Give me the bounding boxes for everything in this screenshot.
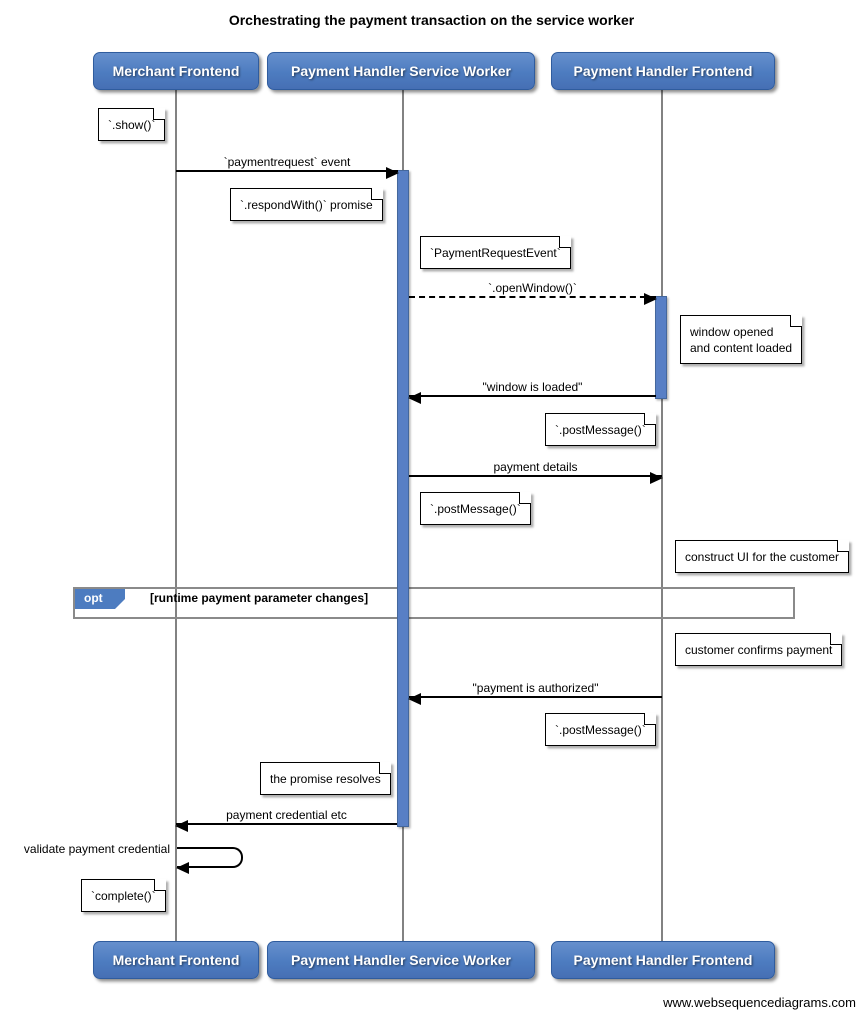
actor-top-payment-handler-frontend: Payment Handler Frontend (551, 52, 775, 90)
message-validate-credential-label: validate payment credential (23, 842, 170, 856)
opt-fragment-tab: opt (75, 589, 125, 609)
message-line (409, 395, 656, 397)
arrowhead-right-icon (386, 167, 399, 179)
arrowhead-left-icon (408, 693, 421, 705)
note-postmessage-2: `.postMessage()` (420, 492, 531, 525)
message-line (409, 296, 656, 298)
activation-payment-handler-frontend (655, 296, 667, 399)
note-construct-ui: construct UI for the customer (675, 540, 850, 573)
message-label: "payment is authorized" (472, 681, 599, 695)
actor-bottom-merchant-frontend: Merchant Frontend (93, 941, 259, 979)
diagram-title: Orchestrating the payment transaction on… (228, 12, 635, 28)
message-payment-credential: payment credential etc (175, 803, 397, 832)
activation-service-worker (397, 170, 409, 827)
actor-label: Merchant Frontend (112, 63, 240, 79)
message-label: payment credential etc (226, 808, 347, 822)
opt-fragment: opt [runtime payment parameter changes] (73, 587, 795, 619)
arrowhead-right-icon (650, 472, 663, 484)
message-payment-is-authorized: "payment is authorized" (408, 676, 662, 705)
message-validate-credential-self (176, 847, 243, 874)
message-openwindow: `.openWindow()` (409, 276, 657, 305)
arrowhead-left-icon (175, 820, 188, 832)
message-paymentrequest-event: `paymentrequest` event (176, 150, 399, 179)
note-complete: `complete()` (81, 879, 166, 912)
message-payment-details: payment details (409, 455, 663, 484)
message-line (409, 475, 662, 477)
actor-label: Merchant Frontend (112, 952, 240, 968)
actor-top-merchant-frontend: Merchant Frontend (93, 52, 259, 90)
arrowhead-left-icon (176, 862, 189, 874)
note-window-opened: window opened and content loaded (680, 315, 803, 364)
message-line (176, 823, 397, 825)
message-line (409, 696, 662, 698)
lifeline-payment-handler-frontend (661, 90, 663, 941)
message-window-is-loaded: "window is loaded" (408, 375, 656, 404)
opt-fragment-condition: [runtime payment parameter changes] (150, 591, 369, 605)
actor-label: Payment Handler Frontend (573, 63, 753, 79)
arrowhead-left-icon (408, 392, 421, 404)
note-postmessage-1: `.postMessage()` (545, 413, 656, 446)
actor-label: Payment Handler Service Worker (291, 952, 511, 968)
actor-label: Payment Handler Service Worker (291, 63, 511, 79)
note-postmessage-3: `.postMessage()` (545, 713, 656, 746)
actor-label: Payment Handler Frontend (573, 952, 753, 968)
message-line (176, 170, 398, 172)
actor-top-service-worker: Payment Handler Service Worker (267, 52, 535, 90)
note-customer-confirms: customer confirms payment (675, 633, 843, 666)
note-respondwith-promise: `.respondWith()` promise (230, 188, 383, 221)
message-label: payment details (493, 460, 578, 474)
actor-bottom-payment-handler-frontend: Payment Handler Frontend (551, 941, 775, 979)
watermark: www.websequencediagrams.com (663, 995, 856, 1010)
note-show: `.show()` (98, 108, 166, 141)
note-paymentrequestevent: `PaymentRequestEvent` (420, 236, 571, 269)
lifeline-merchant-frontend (175, 90, 177, 941)
note-promise-resolves: the promise resolves (260, 762, 391, 795)
actor-bottom-service-worker: Payment Handler Service Worker (267, 941, 535, 979)
message-label: `paymentrequest` event (223, 155, 351, 169)
message-label: "window is loaded" (482, 380, 583, 394)
arrowhead-right-icon (644, 293, 657, 305)
message-label: `.openWindow()` (488, 281, 577, 295)
